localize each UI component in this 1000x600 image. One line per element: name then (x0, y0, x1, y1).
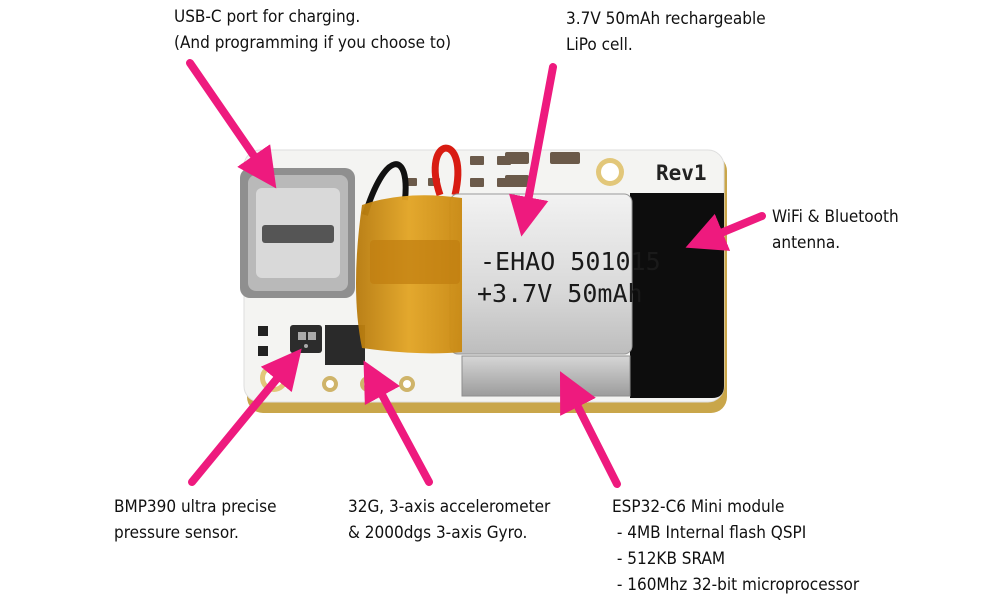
callout-esp-line-2: - 4MB Internal flash QSPI (612, 523, 807, 543)
callout-antenna: WiFi & Bluetooth antenna. (772, 204, 899, 256)
callout-antenna-line-1: WiFi & Bluetooth (772, 207, 899, 227)
smd-black-1 (258, 326, 268, 336)
callout-esp-line-1: ESP32-C6 Mini module (612, 497, 785, 517)
black-wire (362, 161, 409, 216)
battery-cell: -EHAO 501015 +3.7V 50mAh (449, 193, 661, 355)
arrow-pressure (188, 348, 302, 486)
callout-battery: 3.7V 50mAh rechargeable LiPo cell. (566, 6, 766, 58)
callout-usb-line-2: (And programming if you choose to) (174, 33, 452, 53)
red-wire (431, 144, 462, 197)
mounting-hole-top-right (596, 158, 624, 186)
arrow-imu (363, 360, 433, 486)
callout-arrows (186, 59, 766, 488)
usb-c-connector (240, 168, 355, 298)
callout-imu: 32G, 3-axis accelerometer & 2000dgs 3-ax… (348, 494, 550, 546)
arrow-battery (509, 63, 557, 237)
callout-pressure-line-1: BMP390 ultra precise (114, 497, 277, 517)
antenna-area (630, 193, 724, 398)
callout-esp-line-4: - 160Mhz 32-bit microprocessor (612, 575, 860, 595)
callout-imu-line-2: & 2000dgs 3-axis Gyro. (348, 523, 528, 543)
battery-tape (356, 195, 462, 354)
imu-chip (325, 325, 365, 365)
callout-pressure: BMP390 ultra precise pressure sensor. (114, 494, 276, 546)
callout-battery-line-2: LiPo cell. (566, 35, 633, 55)
battery-print-line-2: +3.7V 50mAh (477, 279, 643, 308)
callout-esp-line-3: - 512KB SRAM (612, 549, 726, 569)
callout-imu-line-1: 32G, 3-axis accelerometer (348, 497, 551, 517)
battery-print-line-1: -EHAO 501015 (480, 247, 661, 276)
arrow-usb (186, 59, 277, 189)
callout-usb: USB-C port for charging. (And programmin… (174, 4, 451, 56)
bmp390-sensor (290, 325, 322, 353)
smd-black-2 (258, 346, 268, 356)
callout-pressure-line-2: pressure sensor. (114, 523, 239, 543)
callout-esp: ESP32-C6 Mini module - 4MB Internal flas… (612, 494, 859, 598)
callout-usb-line-1: USB-C port for charging. (174, 7, 361, 27)
callout-battery-line-1: 3.7V 50mAh rechargeable (566, 9, 766, 29)
arrow-antenna (685, 212, 766, 251)
esp32-shield (461, 355, 631, 397)
revision-label: Rev1 (656, 161, 707, 185)
callout-antenna-line-2: antenna. (772, 233, 841, 253)
arrow-esp (559, 371, 621, 488)
